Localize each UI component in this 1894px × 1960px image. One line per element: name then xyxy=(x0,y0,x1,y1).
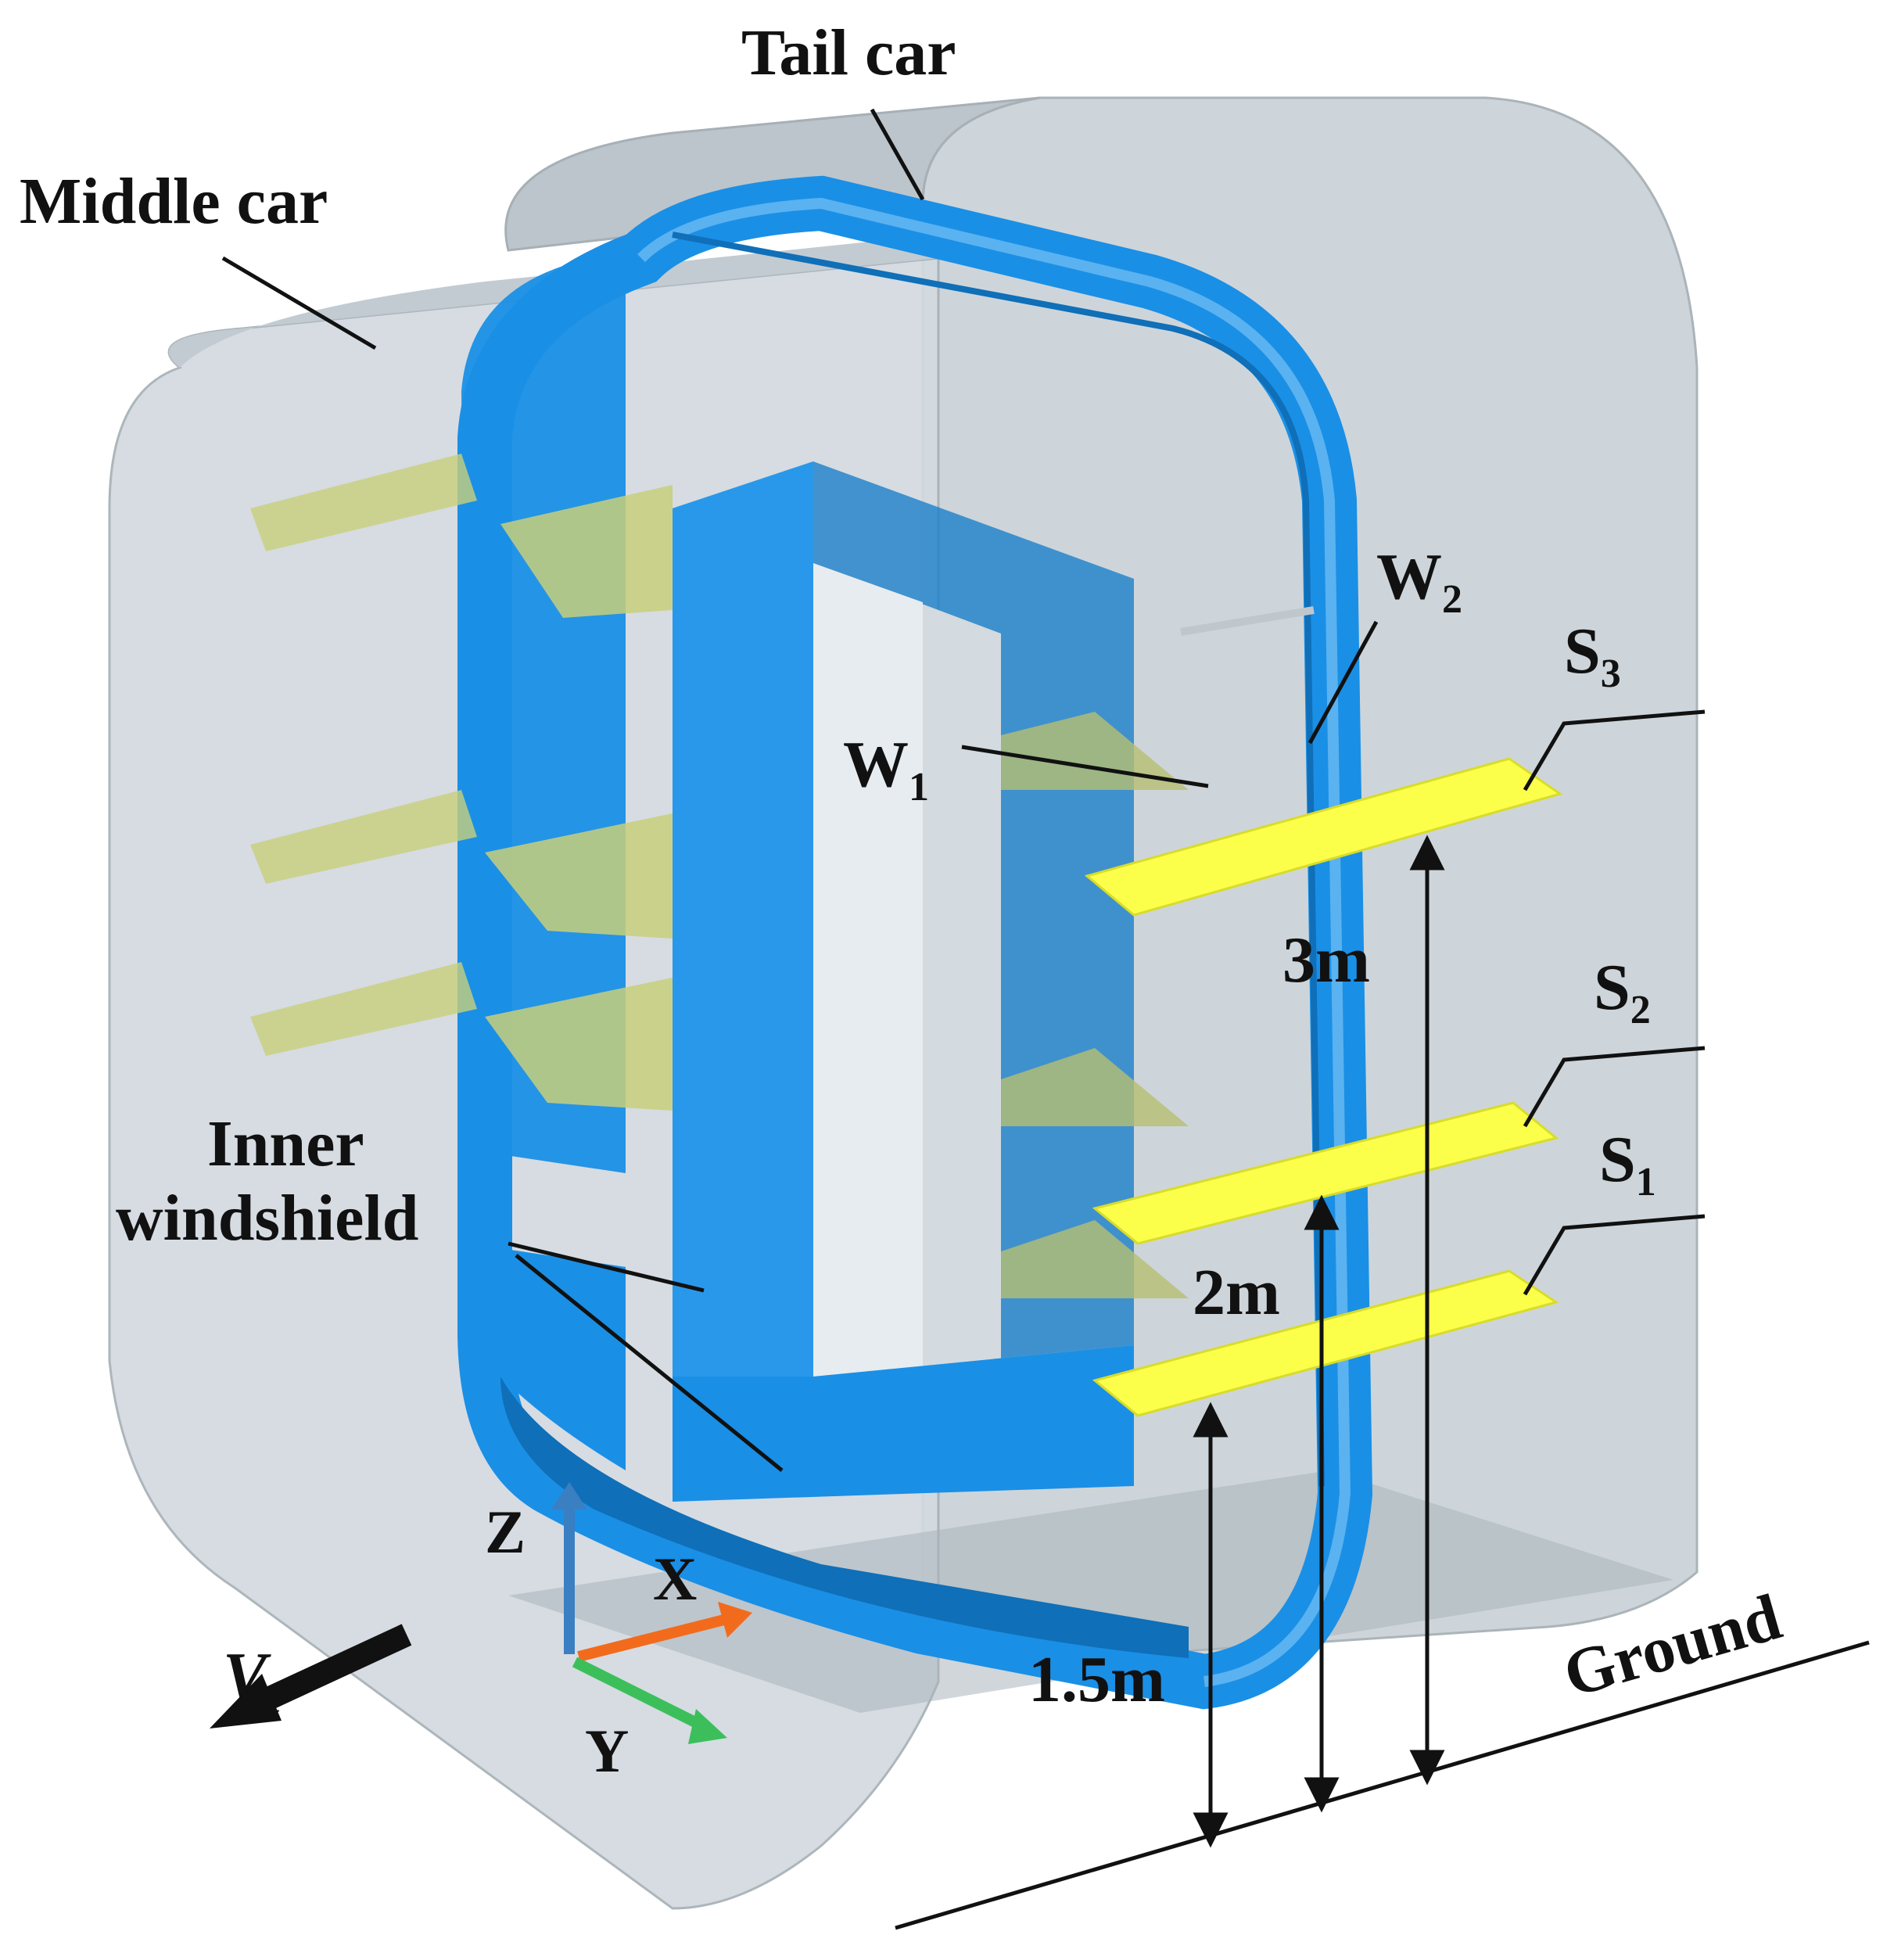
label-axis-y: Y xyxy=(585,1717,629,1785)
label-s1-main: S xyxy=(1599,1123,1636,1196)
label-w2-main: W xyxy=(1376,540,1442,613)
label-s2-main: S xyxy=(1594,951,1630,1024)
ghost-planes xyxy=(250,454,1189,1298)
label-dim-2m: 2m xyxy=(1193,1256,1280,1329)
axis-x-line xyxy=(577,1614,729,1662)
label-inner-windshield-line1: Inner xyxy=(207,1107,364,1180)
label-velocity-main: V xyxy=(223,1639,271,1712)
label-tail-car: Tail car xyxy=(741,16,956,89)
label-w2: W2 xyxy=(1376,540,1462,622)
label-w1-main: W xyxy=(843,728,909,801)
label-s3: S3 xyxy=(1564,615,1621,696)
sampling-plane-s3 xyxy=(1084,757,1563,917)
axis-x-arrowhead xyxy=(718,1602,752,1638)
label-dim-1p5m: 1.5m xyxy=(1028,1643,1165,1716)
label-velocity-sub: t xyxy=(267,1672,281,1723)
label-s3-sub: 3 xyxy=(1601,652,1621,696)
coordinate-axes xyxy=(551,1482,752,1744)
label-inner-windshield-line2: windshield xyxy=(116,1182,419,1255)
leader-lines xyxy=(221,108,1706,1472)
label-s2-sub: 2 xyxy=(1630,988,1651,1032)
label-w1-sub: 1 xyxy=(909,765,929,809)
label-middle-car: Middle car xyxy=(20,165,328,238)
label-dim-3m: 3m xyxy=(1282,924,1370,996)
floor-shadow xyxy=(508,1470,1673,1713)
label-velocity: Vt xyxy=(223,1639,281,1723)
axis-y-arrowhead xyxy=(688,1709,727,1744)
label-axis-x: X xyxy=(653,1545,697,1613)
ground-line xyxy=(895,1640,1870,1930)
axis-z-arrowhead xyxy=(551,1482,587,1509)
label-s3-main: S xyxy=(1564,615,1601,687)
inner-windshield-frame xyxy=(461,250,1189,1658)
label-s1-sub: 1 xyxy=(1636,1160,1656,1204)
height-arrows xyxy=(1193,835,1445,1848)
label-w2-sub: 2 xyxy=(1442,577,1462,622)
label-s2: S2 xyxy=(1594,951,1651,1032)
axis-y-line xyxy=(572,1657,711,1734)
label-s1: S1 xyxy=(1599,1123,1656,1204)
label-axis-z: Z xyxy=(485,1498,526,1566)
label-w1: W1 xyxy=(843,728,929,809)
velocity-arrow xyxy=(210,1624,412,1728)
